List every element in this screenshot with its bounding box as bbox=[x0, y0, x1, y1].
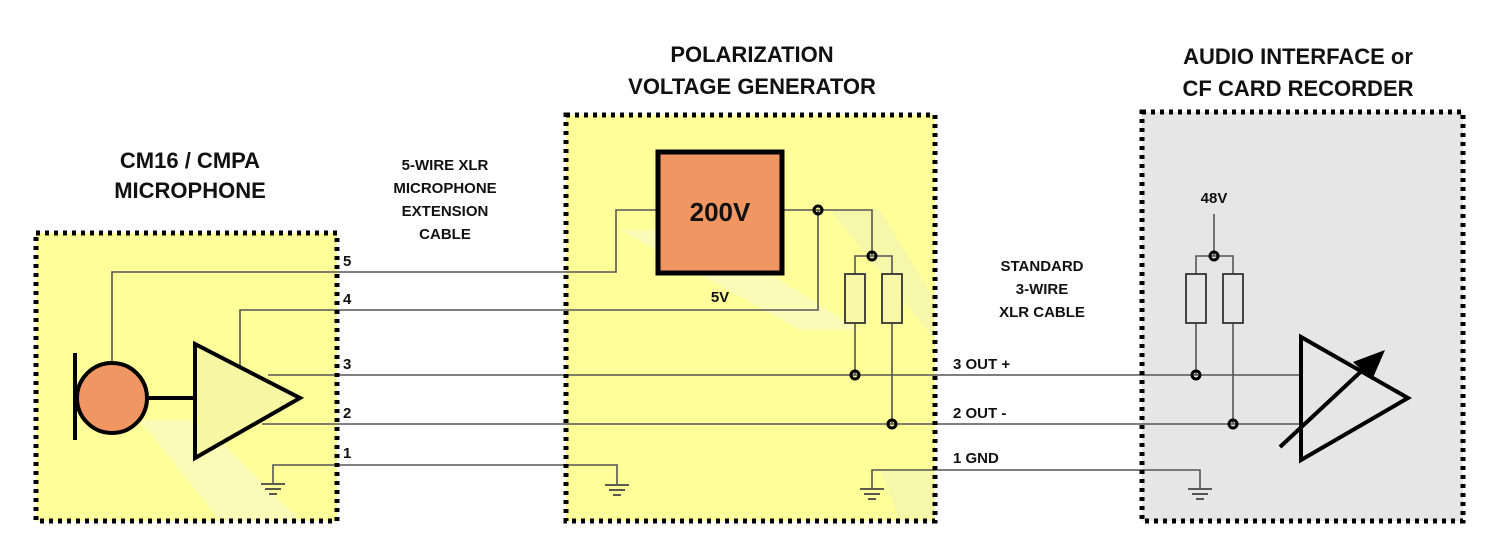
junction-node bbox=[1190, 369, 1202, 381]
junction-node bbox=[1208, 250, 1220, 262]
microphone-preamp-icon bbox=[193, 340, 305, 462]
recorder-preamp-icon bbox=[1299, 333, 1413, 464]
variable-gain-arrow-shaft bbox=[1278, 363, 1370, 449]
resistor-icon bbox=[881, 273, 903, 324]
microphone-title-line1: CM16 / CMPA bbox=[120, 148, 260, 173]
recorder-title-line2: CF CARD RECORDER bbox=[1183, 76, 1414, 101]
wire-200v-output bbox=[782, 209, 873, 256]
voltage-converter-block bbox=[655, 149, 785, 276]
standard-cable-line1: STANDARD bbox=[1000, 258, 1083, 275]
phantom-voltage-label: 48V bbox=[1201, 190, 1228, 207]
pin-label-5: 5 bbox=[343, 253, 351, 270]
extension-cable-line2: MICROPHONE bbox=[393, 180, 496, 197]
microphone-capsule-icon bbox=[75, 361, 149, 435]
microphone-title-line2: MICROPHONE bbox=[114, 178, 266, 203]
shade-streak bbox=[140, 420, 300, 521]
pin-label-1: 1 bbox=[343, 445, 351, 462]
microphone-box bbox=[33, 230, 340, 524]
pin-label-2: 2 bbox=[343, 405, 351, 422]
generator-title-line2: VOLTAGE GENERATOR bbox=[628, 74, 876, 99]
ground-icon bbox=[261, 483, 285, 495]
resistor-icon bbox=[1185, 273, 1207, 324]
pin-label-3: 3 bbox=[343, 356, 351, 373]
junction-node bbox=[886, 418, 898, 430]
ground-icon bbox=[605, 484, 629, 496]
wire-48v-split bbox=[1195, 255, 1234, 274]
ground-icon bbox=[860, 488, 884, 500]
converter-input-label: 5V bbox=[711, 289, 729, 306]
shade-streak bbox=[880, 470, 935, 521]
recorder-box bbox=[1139, 109, 1466, 524]
junction-node bbox=[866, 250, 878, 262]
standard-cable-line3: XLR CABLE bbox=[999, 304, 1085, 321]
wire-gnd bbox=[871, 469, 1201, 488]
converter-voltage-label: 200V bbox=[690, 197, 751, 227]
recorder-title-line1: AUDIO INTERFACE or bbox=[1183, 44, 1413, 69]
pin-label-gnd: 1 GND bbox=[953, 450, 999, 467]
pin-label-out-minus: 2 OUT - bbox=[953, 405, 1006, 422]
generator-title-line1: POLARIZATION bbox=[670, 42, 833, 67]
variable-gain-arrow-head bbox=[1353, 350, 1385, 380]
junction-node bbox=[1227, 418, 1239, 430]
standard-cable-line2: 3-WIRE bbox=[1016, 281, 1069, 298]
junction-node bbox=[849, 369, 861, 381]
wire-resistor-split bbox=[854, 255, 893, 274]
ground-icon bbox=[1188, 488, 1212, 500]
junction-node bbox=[812, 204, 824, 216]
extension-cable-line4: CABLE bbox=[419, 226, 471, 243]
extension-cable-line1: 5-WIRE XLR bbox=[402, 157, 489, 174]
pin-label-4: 4 bbox=[343, 291, 352, 308]
wire-pin1 bbox=[272, 464, 618, 484]
wire-pin4 bbox=[239, 210, 819, 372]
pin-label-out-plus: 3 OUT + bbox=[953, 356, 1010, 373]
resistor-icon bbox=[1222, 273, 1244, 324]
resistor-icon bbox=[844, 273, 866, 324]
wire-pin5 bbox=[111, 209, 658, 362]
extension-cable-line3: EXTENSION bbox=[402, 203, 489, 220]
